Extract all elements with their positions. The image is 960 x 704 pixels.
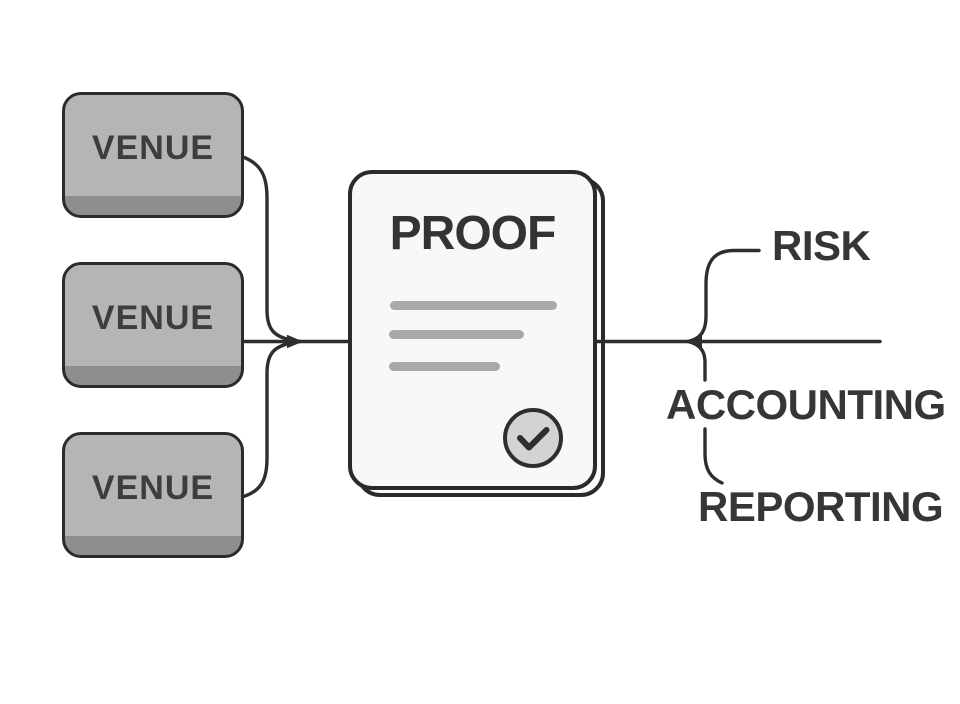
- venue-box-2-label: VENUE: [91, 299, 215, 337]
- checkmark-icon: [517, 427, 550, 451]
- venue-box-1: VENUE: [62, 92, 244, 218]
- output-label-accounting: ACCOUNTING: [666, 381, 946, 428]
- connector-venue3-to-junction: [240, 339, 302, 499]
- venue-box-1-label: VENUE: [91, 129, 215, 167]
- checkmark-circle-icon: [503, 408, 563, 468]
- output-label-risk: RISK: [772, 222, 871, 269]
- proof-document-title: PROOF: [389, 207, 557, 260]
- right-junction-arrow: [686, 334, 702, 349]
- left-junction-arrow: [287, 334, 303, 349]
- document-text-line: [389, 330, 524, 339]
- venue-box-3: VENUE: [62, 432, 244, 558]
- document-text-line: [389, 362, 500, 371]
- connector-venue1-to-junction: [238, 154, 302, 344]
- branch-to-reporting: [703, 427, 724, 485]
- branch-to-accounting: [686, 339, 707, 382]
- venue-box-3-label: VENUE: [91, 469, 215, 507]
- document-text-line: [390, 301, 557, 310]
- venue-box-2: VENUE: [62, 262, 244, 388]
- output-label-reporting: REPORTING: [698, 483, 944, 530]
- branch-to-risk: [686, 248, 761, 344]
- proof-document: PROOF: [348, 170, 597, 490]
